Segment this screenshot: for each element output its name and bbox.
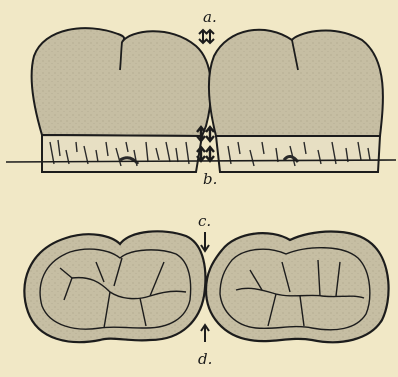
left-root-band — [42, 135, 202, 172]
left-occlusal-outline — [24, 231, 205, 342]
side-view: a. b. — [6, 8, 396, 188]
label-c: c. — [198, 212, 211, 230]
label-b: b. — [203, 170, 217, 188]
contact-arrow-c — [201, 232, 209, 251]
right-crown — [209, 30, 383, 136]
contact-arrows-a — [199, 30, 214, 43]
right-root-band — [216, 136, 380, 172]
contact-arrow-d — [201, 325, 209, 342]
label-a: a. — [203, 8, 217, 26]
right-occlusal-outline — [206, 232, 389, 343]
occlusal-view: c. d. — [24, 212, 388, 368]
label-d: d. — [198, 350, 212, 368]
